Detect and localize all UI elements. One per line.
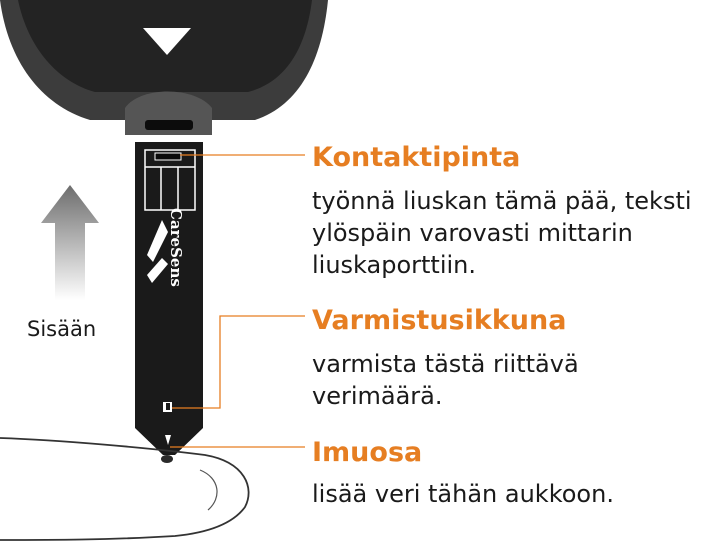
insert-direction-label: Sisään	[27, 317, 97, 341]
callout-desc-sample: lisää veri tähän aukkoon.	[312, 480, 614, 508]
strip-logo-icon	[147, 220, 168, 262]
finger	[0, 437, 250, 541]
meter-triangle-icon	[143, 28, 191, 55]
test-strip: CareSens	[135, 142, 203, 455]
contact-marker	[154, 152, 182, 161]
callout-desc-contact: työnnä liuskan tämä pää, teksti ylöspäin…	[312, 187, 692, 279]
glucose-meter	[0, 0, 328, 135]
strip-slot	[145, 120, 193, 130]
sample-tip-icon	[165, 435, 171, 445]
insert-arrow-icon	[41, 185, 99, 300]
blood-drop	[161, 455, 173, 463]
strip-body	[135, 142, 203, 455]
callout-lines	[170, 154, 305, 448]
contact-area	[144, 149, 196, 211]
callout-title-sample: Imuosa	[312, 437, 423, 468]
callout-desc-window: varmista tästä riittävä verimäärä.	[312, 350, 579, 410]
callout-title-window: Varmistusikkuna	[312, 305, 567, 336]
callout-line-window	[172, 315, 305, 409]
strip-brand: CareSens	[167, 208, 185, 287]
finger-outline	[0, 437, 250, 541]
callout-title-contact: Kontaktipinta	[312, 142, 521, 173]
